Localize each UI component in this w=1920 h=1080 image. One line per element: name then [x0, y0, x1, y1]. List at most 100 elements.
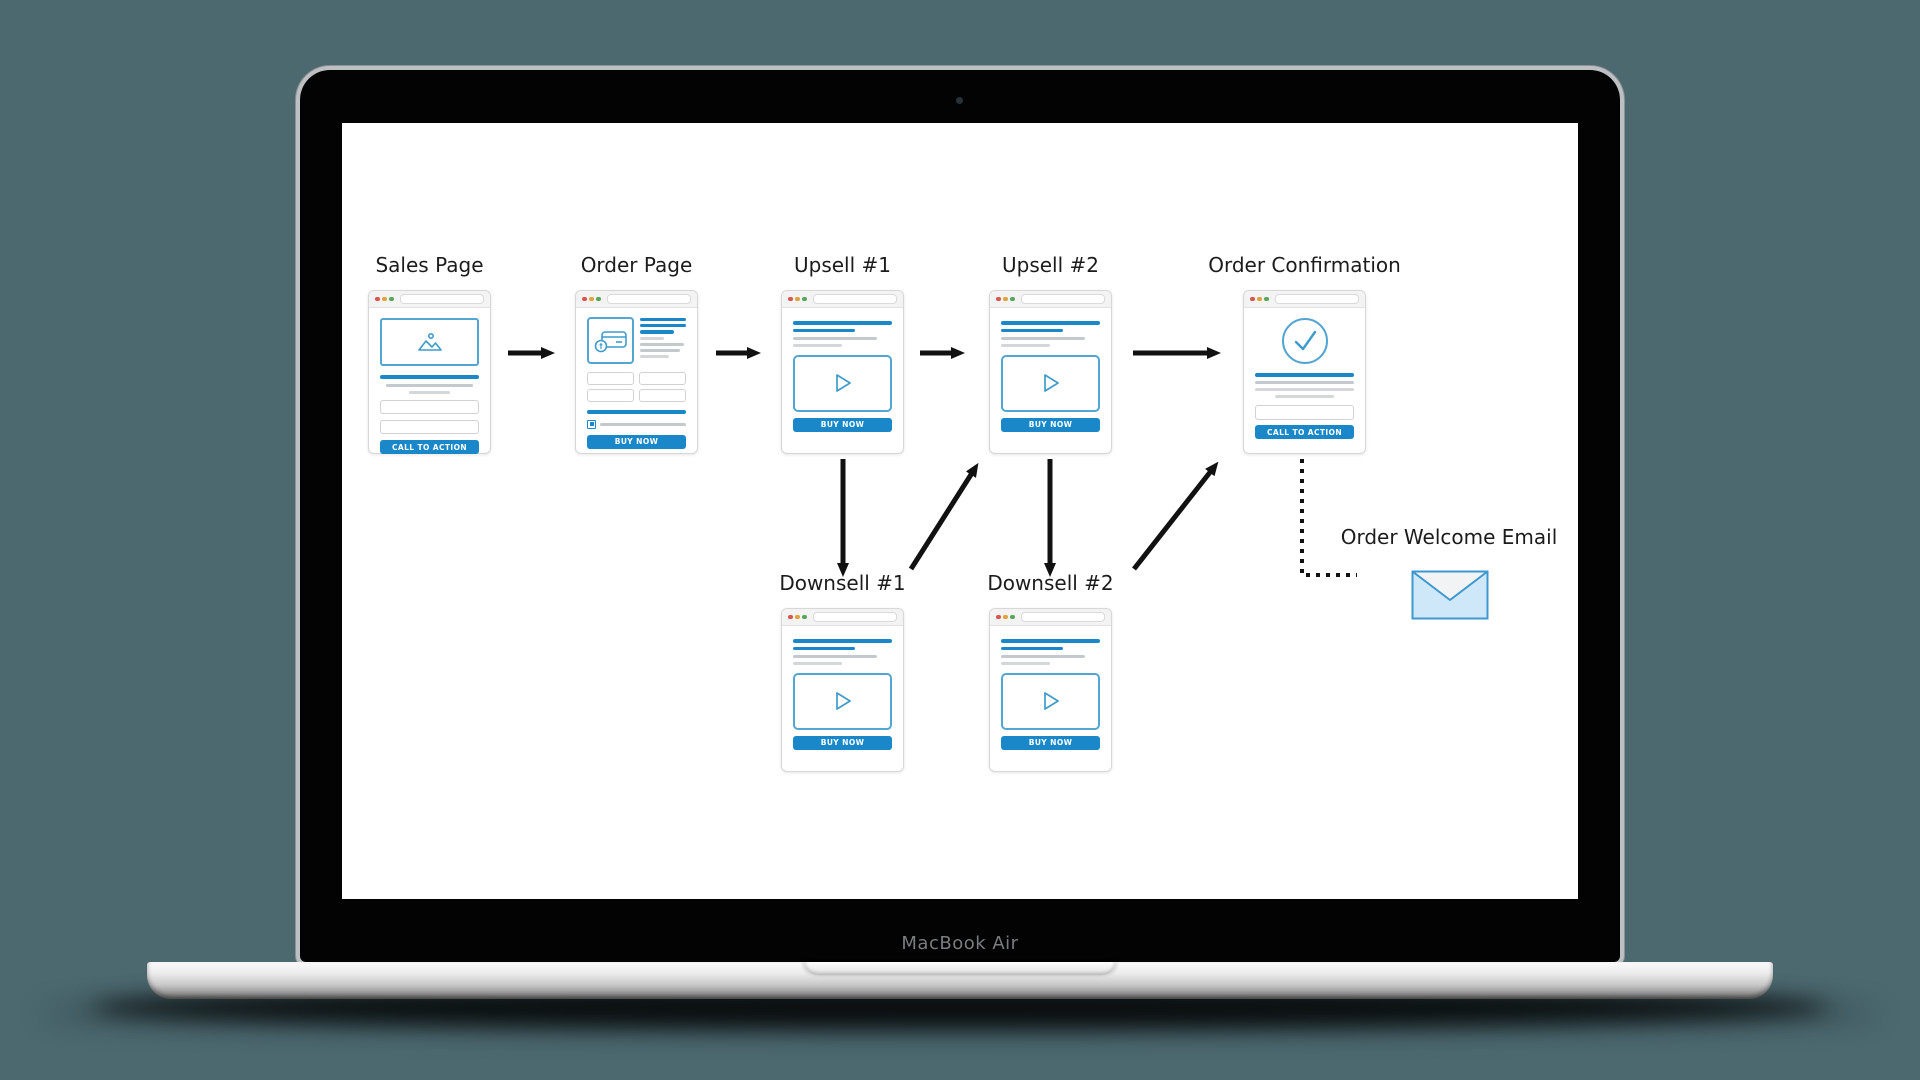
browser-chrome	[782, 291, 903, 308]
credit-card-icon	[594, 330, 627, 352]
placeholder-line	[1274, 395, 1335, 398]
window-dot-green-icon	[596, 296, 601, 302]
sales-page-button: CALL TO ACTION	[380, 440, 479, 454]
order-confirmation-button: CALL TO ACTION	[1255, 425, 1354, 439]
downsell-2-button: BUY NOW	[1001, 735, 1100, 750]
placeholder-line	[793, 336, 878, 340]
input-field	[639, 389, 686, 402]
video-player	[1001, 672, 1100, 730]
upsell-2-button: BUY NOW	[1001, 417, 1100, 432]
order-page-content: BUY NOW	[576, 317, 697, 449]
window-dot-yellow-icon	[382, 296, 387, 302]
placeholder-line	[640, 342, 685, 346]
order-welcome-email-label: Order Welcome Email	[1340, 525, 1558, 549]
browser-chrome	[576, 291, 697, 308]
window-dot-yellow-icon	[1257, 296, 1262, 302]
play-icon	[1043, 692, 1059, 710]
webcam-dot	[956, 97, 963, 104]
input-field	[587, 389, 634, 402]
success-check-icon	[1281, 318, 1328, 364]
browser-chrome	[990, 291, 1111, 308]
placeholder-line	[793, 321, 892, 325]
downsell-2-window: BUY NOW	[989, 608, 1112, 772]
window-dot-yellow-icon	[1003, 614, 1008, 620]
placeholder-line	[380, 375, 479, 379]
browser-chrome	[782, 609, 903, 626]
order-page-window: BUY NOW	[575, 290, 698, 454]
placeholder-line	[640, 355, 669, 359]
placeholder-line	[1255, 388, 1354, 391]
window-dot-green-icon	[1010, 296, 1015, 302]
email-envelope-icon	[1411, 570, 1489, 620]
upsell-2-label: Upsell #2	[1001, 253, 1099, 277]
window-dot-red-icon	[375, 296, 380, 302]
placeholder-line	[793, 646, 856, 650]
downsell-1-button: BUY NOW	[793, 735, 892, 750]
window-dot-yellow-icon	[795, 296, 800, 302]
address-bar	[607, 294, 691, 304]
window-dot-red-icon	[788, 296, 793, 302]
window-dot-yellow-icon	[1003, 296, 1008, 302]
order-page-label: Order Page	[580, 253, 693, 277]
laptop-screen-content	[342, 123, 1578, 899]
placeholder-line	[793, 343, 842, 347]
input-field	[380, 420, 479, 434]
sales-page-content: CALL TO ACTION	[369, 318, 490, 454]
placeholder-line	[793, 654, 878, 658]
order-confirmation-window: CALL TO ACTION	[1243, 290, 1366, 454]
credit-card-icon	[587, 317, 634, 364]
placeholder-line	[793, 661, 842, 665]
browser-chrome	[990, 609, 1111, 626]
placeholder-line	[1001, 343, 1050, 347]
placeholder-line	[1001, 321, 1100, 325]
upsell-1-content: BUY NOW	[782, 321, 903, 432]
upsell-1-label: Upsell #1	[793, 253, 891, 277]
input-field	[380, 400, 479, 414]
order-confirmation-content: CALL TO ACTION	[1244, 318, 1365, 439]
checkmark-icon	[1294, 330, 1316, 351]
order-page-button: BUY NOW	[587, 434, 686, 449]
play-icon	[1043, 374, 1059, 392]
placeholder-line	[1001, 328, 1064, 332]
placeholder-line	[1255, 381, 1354, 384]
mountain-image-icon	[417, 332, 442, 351]
input-field	[1255, 405, 1354, 420]
address-bar	[1021, 294, 1105, 304]
order-header-row	[587, 317, 686, 364]
address-bar	[1021, 612, 1105, 622]
window-dot-red-icon	[582, 296, 587, 302]
address-bar	[1275, 294, 1359, 304]
placeholder-line	[1255, 373, 1354, 377]
downsell-2-content: BUY NOW	[990, 639, 1111, 750]
address-bar	[400, 294, 484, 304]
sales-page-label: Sales Page	[375, 253, 484, 277]
placeholder-line	[587, 410, 686, 414]
window-dot-green-icon	[389, 296, 394, 302]
window-dot-red-icon	[788, 614, 793, 620]
placeholder-line	[640, 330, 675, 334]
placeholder-line	[408, 391, 451, 394]
window-dot-green-icon	[1264, 296, 1269, 302]
placeholder-line	[793, 639, 892, 643]
window-dot-yellow-icon	[795, 614, 800, 620]
placeholder-line	[640, 324, 686, 328]
window-dot-yellow-icon	[589, 296, 594, 302]
placeholder-line	[1001, 639, 1100, 643]
video-player	[1001, 354, 1100, 412]
placeholder-line	[386, 384, 473, 387]
placeholder-line	[1001, 661, 1050, 665]
sales-page-window: CALL TO ACTION	[368, 290, 491, 454]
order-text-lines	[640, 317, 686, 364]
address-bar	[813, 612, 897, 622]
downsell-2-label: Downsell #2	[987, 571, 1114, 595]
window-dot-red-icon	[996, 296, 1001, 302]
placeholder-line	[1001, 654, 1086, 658]
browser-chrome	[1244, 291, 1365, 308]
upsell-2-window: BUY NOW	[989, 290, 1112, 454]
downsell-1-content: BUY NOW	[782, 639, 903, 750]
window-dot-green-icon	[802, 614, 807, 620]
play-icon	[835, 692, 851, 710]
order-confirmation-label: Order Confirmation	[1208, 253, 1401, 277]
placeholder-line	[640, 318, 686, 322]
